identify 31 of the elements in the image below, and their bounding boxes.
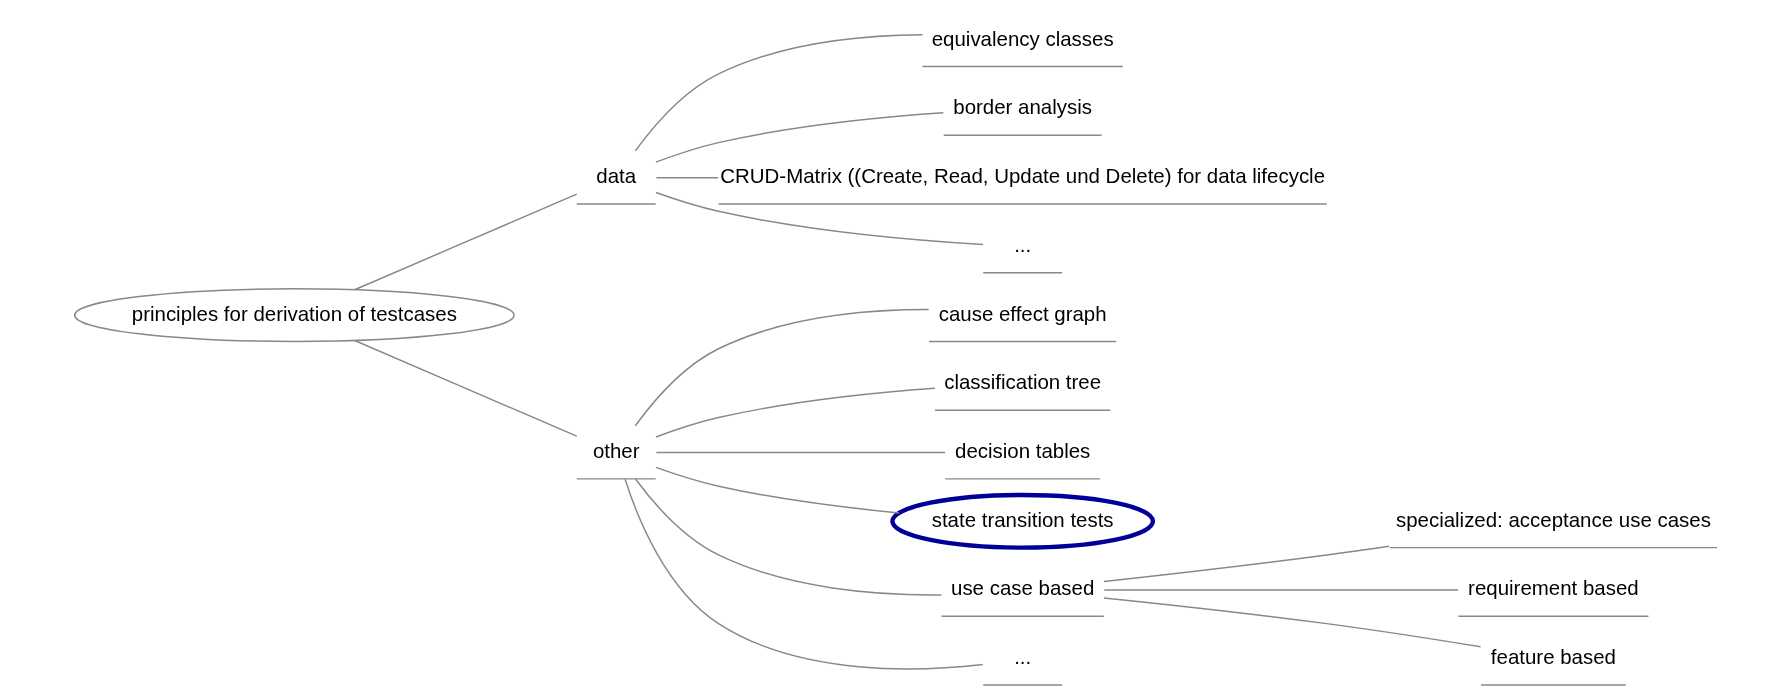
connector <box>654 466 900 514</box>
connector <box>654 191 984 246</box>
node-text: feature based <box>1490 645 1616 669</box>
node-ellipse: state transition tests <box>889 492 1155 550</box>
connector <box>634 478 942 596</box>
node-text: decision tables <box>954 438 1090 462</box>
node-text: use case based <box>950 576 1094 600</box>
node-text: CRUD-Matrix ((Create, Read, Update und Delete) for data lifecycle <box>719 164 1325 188</box>
connector <box>654 112 944 163</box>
connector <box>634 308 929 427</box>
connector <box>623 478 983 670</box>
connector <box>1103 589 1459 591</box>
node-text: specialized: acceptance use cases <box>1395 507 1711 531</box>
node-ellipse: principles for derivation of testcases <box>73 288 515 343</box>
node-text: classification tree <box>943 370 1101 394</box>
node-text: cause effect graph <box>938 301 1107 325</box>
node-text: other <box>592 438 640 462</box>
connector <box>634 33 923 152</box>
connector <box>353 339 577 437</box>
node-text: ... <box>1013 232 1031 256</box>
node-text: requirement based <box>1467 576 1639 600</box>
node-text: ... <box>1013 645 1031 669</box>
connector <box>353 193 577 291</box>
connector <box>1102 597 1481 648</box>
connector <box>655 451 946 454</box>
connector <box>1102 545 1390 583</box>
node-text: border analysis <box>952 95 1092 119</box>
connector <box>655 177 719 179</box>
node-text: data <box>595 164 636 188</box>
node-text: equivalency classes <box>931 26 1114 50</box>
connector <box>654 387 936 438</box>
